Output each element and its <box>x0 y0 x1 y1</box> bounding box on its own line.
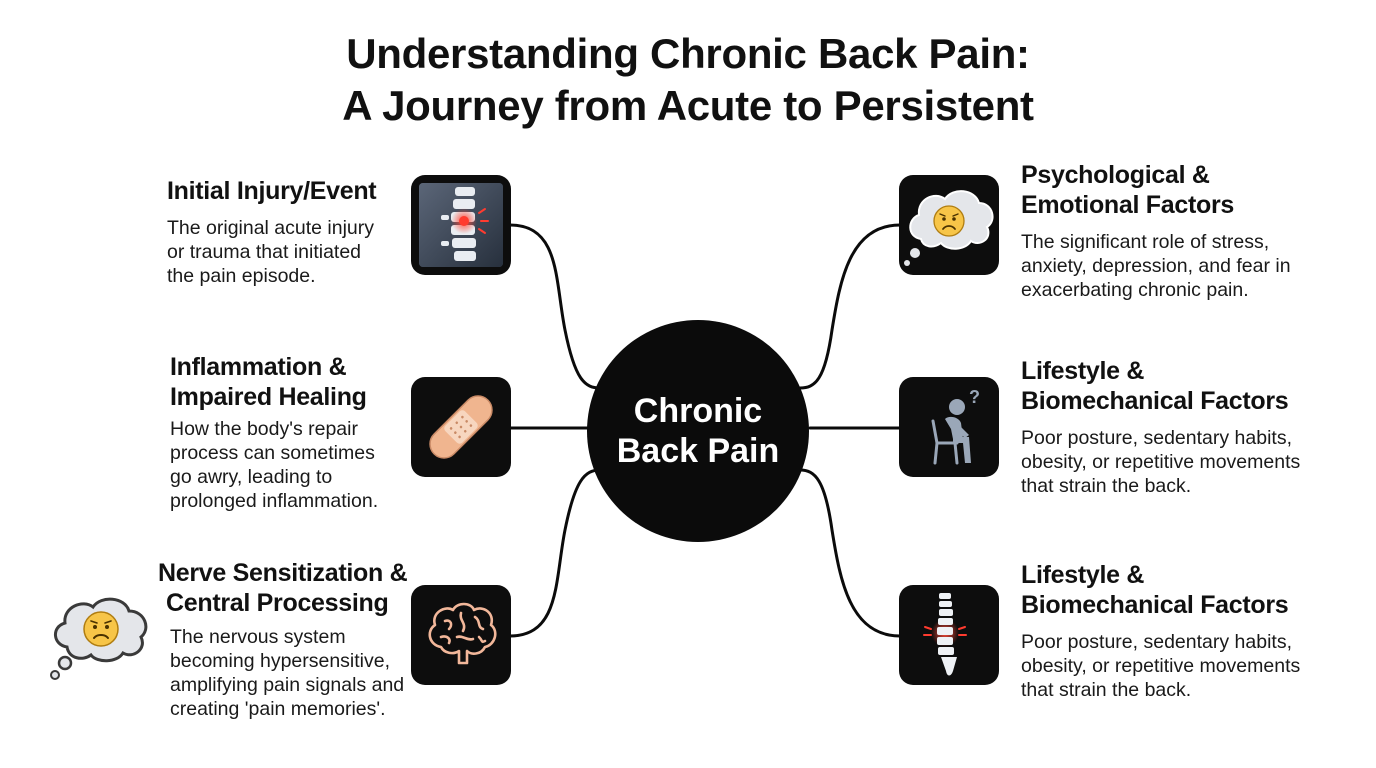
node-body-line: anxiety, depression, and fear in <box>1021 255 1291 277</box>
sitting-person-question-icon: ? <box>899 377 999 477</box>
node-body-line: go awry, leading to <box>170 466 333 488</box>
node-lifestyle-1-heading: Lifestyle & Biomechanical Factors <box>1021 356 1289 416</box>
node-body-line: Poor posture, sedentary habits, <box>1021 427 1292 449</box>
node-psychological-body: The significant role of stress, anxiety,… <box>1021 230 1291 302</box>
node-lifestyle-2-heading: Lifestyle & Biomechanical Factors <box>1021 560 1289 620</box>
connector-initial-injury <box>508 223 602 390</box>
node-body-line: creating 'pain memories'. <box>170 698 386 720</box>
node-inflammation-heading: Inflammation & Impaired Healing <box>170 352 367 412</box>
node-lifestyle-1-body: Poor posture, sedentary habits, obesity,… <box>1021 426 1300 498</box>
hub-chronic-back-pain: Chronic Back Pain <box>587 320 809 542</box>
node-body-line: becoming hypersensitive, <box>170 650 391 672</box>
node-nerve-heading: Nerve Sensitization & Central Processing <box>158 558 408 618</box>
node-lifestyle-2-body: Poor posture, sedentary habits, obesity,… <box>1021 630 1300 702</box>
spine-icon <box>899 585 999 685</box>
node-psychological-heading: Psychological & Emotional Factors <box>1021 160 1234 220</box>
connector-psychological <box>798 223 902 390</box>
title-line-1: Understanding Chronic Back Pain: <box>346 30 1030 77</box>
node-heading-line: Impaired Healing <box>170 383 367 411</box>
node-body-line: amplifying pain signals and <box>170 674 405 696</box>
node-heading-line: Nerve Sensitization & <box>158 559 408 587</box>
spine-xray-pain-icon <box>411 175 511 275</box>
node-heading-line: Emotional Factors <box>1021 191 1234 219</box>
connector-nerve <box>508 468 602 638</box>
node-heading-line: Central Processing <box>166 589 389 617</box>
node-body-line: the pain episode. <box>167 265 316 287</box>
node-heading-line: Psychological & <box>1021 161 1210 189</box>
node-body-line: or trauma that initiated <box>167 241 362 263</box>
question-mark: ? <box>969 387 980 407</box>
node-body-line: process can sometimes <box>170 442 375 464</box>
node-body-line: that strain the back. <box>1021 475 1192 497</box>
node-heading-line: Inflammation & <box>170 353 347 381</box>
connector-lifestyle-2 <box>798 468 902 638</box>
hub-line-1: Chronic <box>633 392 763 430</box>
node-body-line: How the body's repair <box>170 418 358 440</box>
node-heading-line: Biomechanical Factors <box>1021 387 1289 415</box>
hub-line-2: Back Pain <box>616 432 780 470</box>
node-body-line: obesity, or repetitive movements <box>1021 451 1301 473</box>
node-body-line: The nervous system <box>170 626 346 648</box>
node-body-line: The significant role of stress, <box>1021 231 1270 253</box>
node-initial-injury-body: The original acute injury or trauma that… <box>167 216 374 288</box>
node-initial-injury-heading: Initial Injury/Event <box>167 176 377 206</box>
node-nerve-body: The nervous system becoming hypersensiti… <box>170 625 404 721</box>
node-body-line: obesity, or repetitive movements <box>1021 655 1301 677</box>
node-body-line: exacerbating chronic pain. <box>1021 279 1249 301</box>
node-heading-line: Initial Injury/Event <box>167 177 377 205</box>
brain-icon <box>411 585 511 685</box>
title-line-2: A Journey from Acute to Persistent <box>342 82 1034 129</box>
node-heading-line: Lifestyle & <box>1021 561 1145 589</box>
node-inflammation-body: How the body's repair process can someti… <box>170 417 378 513</box>
worried-thought-cloud-icon <box>50 597 148 680</box>
worried-thought-cloud-icon <box>899 175 999 275</box>
node-body-line: prolonged inflammation. <box>170 490 379 512</box>
bandage-icon <box>411 377 511 477</box>
node-body-line: Poor posture, sedentary habits, <box>1021 631 1292 653</box>
node-heading-line: Lifestyle & <box>1021 357 1145 385</box>
node-heading-line: Biomechanical Factors <box>1021 591 1289 619</box>
node-body-line: The original acute injury <box>167 217 375 239</box>
node-body-line: that strain the back. <box>1021 679 1192 701</box>
